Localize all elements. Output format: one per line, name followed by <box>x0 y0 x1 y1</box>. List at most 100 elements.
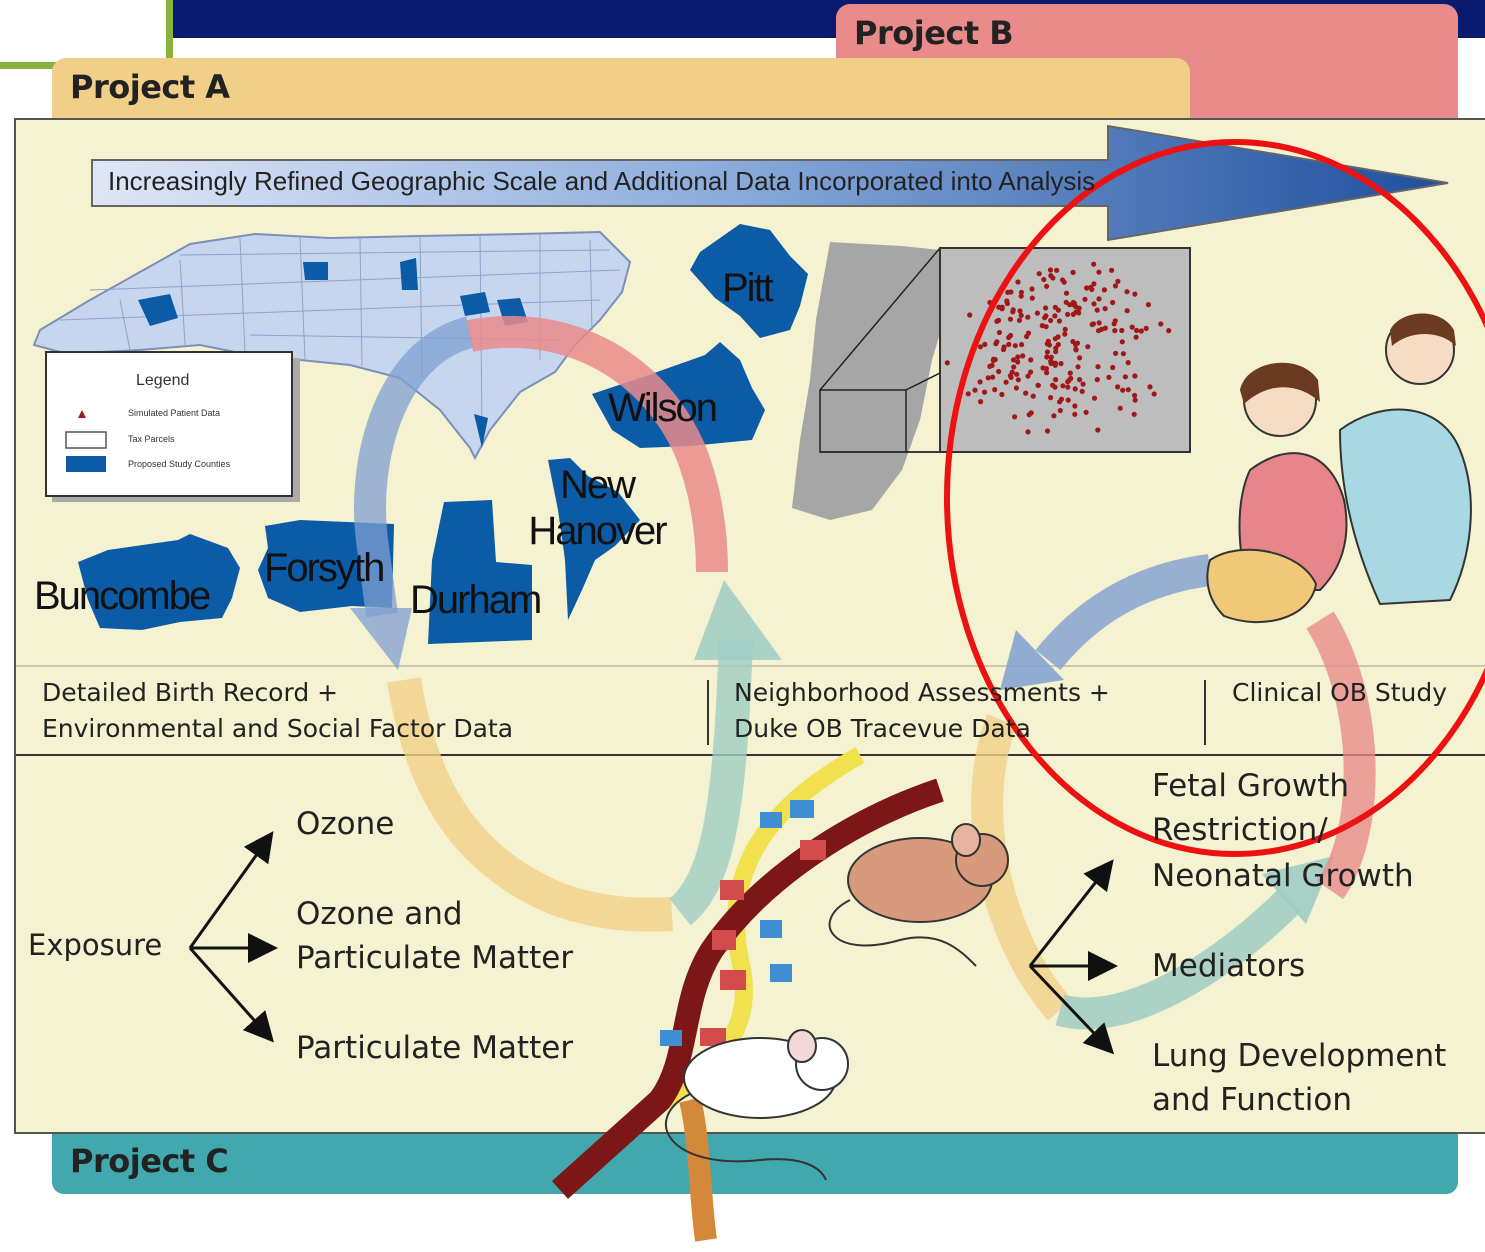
legend-item-parcels: Tax Parcels <box>128 434 175 444</box>
patient-point <box>1018 312 1024 318</box>
patient-point <box>1007 316 1014 322</box>
patient-point <box>1051 413 1057 419</box>
patient-point <box>1124 289 1130 295</box>
cycle-arrow-blue-right-head <box>1000 630 1064 690</box>
patient-point <box>1025 314 1031 320</box>
county-label-pitt: Pitt <box>722 266 774 310</box>
patient-point <box>990 374 996 380</box>
patient-point <box>1025 373 1031 379</box>
patient-point <box>1083 409 1089 415</box>
project-c-tab: Project C <box>52 1128 1458 1194</box>
cycle-arrow-teal-right <box>1055 888 1302 1030</box>
patient-point <box>1115 278 1121 284</box>
cycle-arrow-teal-lower <box>668 639 753 926</box>
patient-point <box>994 339 1000 345</box>
outcome-mediators: Mediators <box>1152 948 1306 984</box>
exposure-ozone: Ozone <box>296 806 395 842</box>
patient-point <box>1073 346 1079 352</box>
patient-point <box>1044 349 1051 355</box>
patient-point <box>1044 283 1050 289</box>
patient-point <box>1077 355 1083 361</box>
patient-point <box>1094 377 1100 383</box>
patient-point <box>1075 364 1081 370</box>
patient-point <box>1065 384 1071 390</box>
patient-point <box>985 375 991 381</box>
patient-point <box>1019 342 1025 348</box>
patient-point <box>1151 391 1157 397</box>
pregnant-women-illustration <box>1206 313 1472 623</box>
patient-point <box>967 312 973 318</box>
patient-point <box>1106 374 1112 380</box>
exposure-ozone-pm-line2: Particulate Matter <box>296 940 574 976</box>
white-mouse-illustration <box>664 1029 849 1181</box>
patient-point <box>1096 296 1102 302</box>
patient-point <box>1062 331 1068 337</box>
patient-point <box>989 362 995 368</box>
exposure-arrows <box>188 831 278 1043</box>
patient-point <box>1117 405 1123 411</box>
patient-point <box>1110 299 1116 306</box>
patient-point <box>1042 315 1048 321</box>
legend-item-patient: Simulated Patient Data <box>128 408 221 418</box>
county-label-wilson: Wilson <box>608 386 718 430</box>
patient-point <box>1143 325 1149 331</box>
outcome-lung-line2: and Function <box>1152 1082 1353 1118</box>
patient-point <box>1052 336 1058 342</box>
patient-point <box>1158 321 1164 327</box>
exposure-ozone-pm-line1: Ozone and <box>296 896 463 932</box>
patient-point <box>1036 271 1042 277</box>
patient-point <box>977 344 984 350</box>
wilson-county-shape <box>592 342 765 448</box>
legend-title: Legend <box>136 372 190 389</box>
cycle-arrow-teal-right-head <box>1262 856 1334 924</box>
outcome-arrows <box>1028 859 1118 1055</box>
patient-point <box>1010 309 1016 315</box>
patient-point <box>1052 384 1058 390</box>
patient-point <box>1053 349 1059 355</box>
patient-point <box>1113 350 1119 356</box>
cycle-arrow-pink-right <box>1306 611 1376 900</box>
patient-point <box>1050 275 1056 281</box>
patient-point <box>1006 334 1012 341</box>
cycle-arrow-orange-lower <box>387 677 673 932</box>
patient-point <box>991 356 997 362</box>
header-accent-horizontal <box>0 62 70 69</box>
patient-point <box>1132 373 1138 379</box>
patient-point <box>1052 360 1059 366</box>
patient-point <box>1091 301 1097 307</box>
patient-point <box>1004 300 1011 307</box>
patient-point <box>1044 370 1050 376</box>
patient-point <box>1048 354 1054 360</box>
patient-point <box>1012 414 1018 420</box>
patient-point <box>1072 411 1078 417</box>
new-hanover-county-shape <box>548 458 640 620</box>
patient-point <box>977 379 983 385</box>
patient-point <box>1112 328 1118 334</box>
patient-point <box>1006 341 1012 347</box>
project-b-label: Project B <box>854 14 1014 52</box>
project-c-label: Project C <box>70 1142 229 1180</box>
data-source-left-line2: Environmental and Social Factor Data <box>42 714 514 743</box>
patient-point <box>1095 364 1101 370</box>
patient-point <box>1003 379 1009 385</box>
patient-point <box>1096 320 1102 326</box>
patient-point <box>1023 390 1029 396</box>
patient-point <box>1112 318 1118 324</box>
patient-point <box>999 306 1005 312</box>
patient-point <box>1094 307 1100 313</box>
patient-point <box>1091 261 1097 267</box>
header-accent-vertical <box>166 0 173 68</box>
patient-point <box>1072 386 1078 392</box>
patient-point <box>1132 392 1138 399</box>
patient-point <box>1018 293 1024 299</box>
patient-point <box>1138 328 1144 334</box>
patient-point <box>1090 321 1097 327</box>
patient-point <box>1125 387 1131 393</box>
patient-point <box>1072 403 1078 409</box>
patient-point <box>1011 364 1017 370</box>
outcome-lung-line1: Lung Development <box>1152 1038 1447 1074</box>
patient-point <box>1055 341 1061 348</box>
patient-point <box>1044 428 1051 434</box>
